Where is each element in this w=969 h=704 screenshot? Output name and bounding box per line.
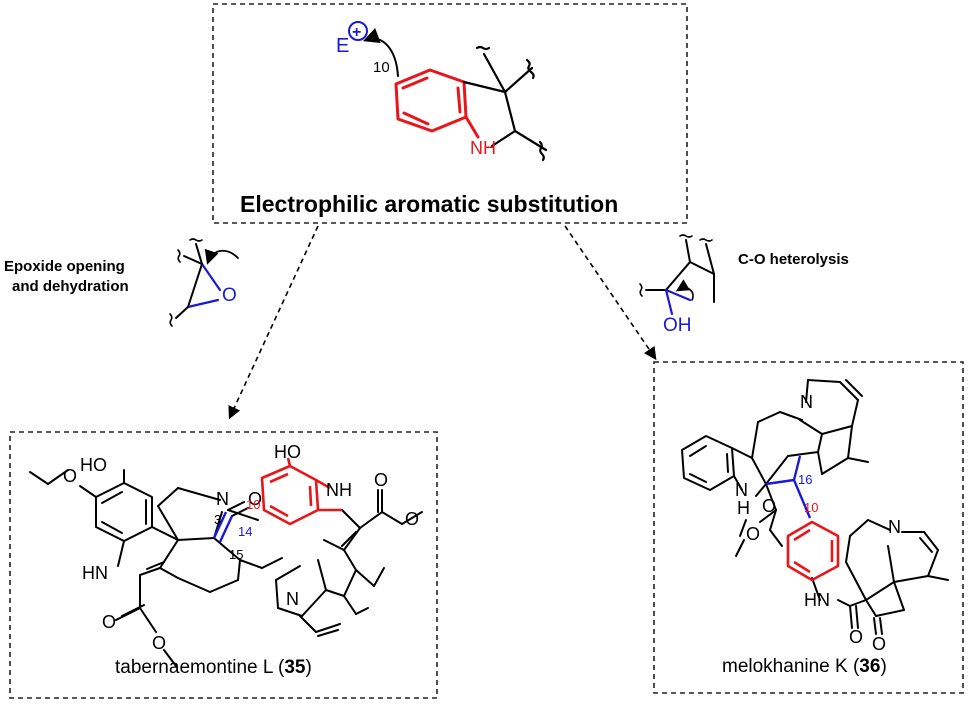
hydroxyl-label: OH xyxy=(663,315,692,336)
c35-pos-3: 3 xyxy=(214,512,222,527)
c35-ester-o4: O xyxy=(405,509,420,529)
epoxide-oxygen: O xyxy=(222,285,237,306)
c35-pos-15: 15 xyxy=(229,547,244,562)
charge-sign: + xyxy=(352,24,361,41)
compound-36-box xyxy=(653,361,964,694)
c36-indoline-h: H xyxy=(737,498,750,518)
c35-bottom-n: N xyxy=(286,589,299,609)
c36-ester-o1: O xyxy=(762,496,777,516)
compound-35-red-ring xyxy=(260,457,342,526)
compound-36-name: melokhanine K ( xyxy=(722,656,860,677)
electrophile-label: E xyxy=(336,35,349,57)
c35-methoxy-o: O xyxy=(63,466,78,486)
c35-pos-10: 10 xyxy=(246,497,261,512)
c35-hn: HN xyxy=(82,563,108,583)
c36-lactam-hn: HN xyxy=(804,590,830,610)
top-indoline-structure xyxy=(363,28,548,162)
c35-ester-o1: O xyxy=(102,612,117,632)
compound-36-structure xyxy=(681,379,949,635)
c36-ketone-o: O xyxy=(872,634,887,654)
compound-35-blue-bond xyxy=(212,511,234,543)
compound-35-number: 35 xyxy=(284,657,306,678)
c35-pos-14: 14 xyxy=(238,524,253,539)
page-title: Electrophilic aromatic substitution xyxy=(240,191,618,217)
c35-indole-nh: NH xyxy=(326,480,352,500)
epoxide-label-line2: and dehydration xyxy=(12,278,129,295)
c36-indoline-n: N xyxy=(735,480,748,500)
compound-36-caption: melokhanine K (36) xyxy=(722,656,887,678)
compound-35-name: tabernaemontine L ( xyxy=(115,657,285,678)
c35-ho-right: HO xyxy=(274,442,301,462)
c35-amide-o: O xyxy=(248,489,263,509)
compound-36-red-ring xyxy=(786,520,840,582)
compound-35-close: ) xyxy=(305,657,312,678)
epoxide-label-line1: Epoxide opening xyxy=(4,258,125,275)
compound-35-structure xyxy=(29,469,423,667)
arrow-to-35 xyxy=(228,225,319,420)
heterolysis-label: C-O heterolysis xyxy=(738,251,849,268)
indoline-nh-label: NH xyxy=(470,138,496,158)
c36-pos-10: 10 xyxy=(804,500,819,515)
c36-lactam-o: O xyxy=(849,627,864,647)
c35-amide-n: N xyxy=(216,489,229,509)
c36-lower-n: N xyxy=(888,517,901,537)
arrow-to-36 xyxy=(564,225,657,361)
positive-charge-icon xyxy=(348,21,368,41)
c36-top-n: N xyxy=(800,392,813,412)
c36-pos-16: 16 xyxy=(798,472,813,487)
compound-36-blue-bonds xyxy=(765,455,812,519)
c35-ester-o2: O xyxy=(152,633,167,653)
top-box xyxy=(212,3,688,224)
compound-35-caption: tabernaemontine L (35) xyxy=(115,657,312,679)
heterolysis-structure xyxy=(639,234,715,316)
position-label: 10 xyxy=(373,59,390,76)
c36-ester-o2: O xyxy=(746,524,761,544)
c35-ester-o3: O xyxy=(374,470,389,490)
benzene-ring-highlight xyxy=(394,68,480,139)
compound-36-number: 36 xyxy=(859,656,881,677)
compound-35-box xyxy=(9,431,438,699)
c35-ho-left: HO xyxy=(80,455,107,475)
epoxide-structure xyxy=(169,238,239,327)
compound-36-close: ) xyxy=(880,656,887,677)
